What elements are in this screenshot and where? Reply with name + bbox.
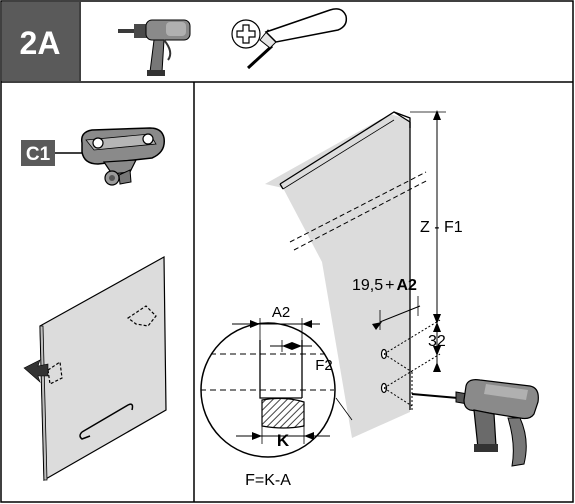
step-header: 2A (2, 2, 348, 81)
detail-connector-line (335, 397, 353, 421)
hinge-plate-icon (80, 127, 165, 186)
dimension-height-label: Z - F1 (420, 219, 463, 236)
part-label: C1 (26, 144, 51, 165)
step-label-box (2, 2, 79, 81)
left-panel: C1 (21, 127, 167, 482)
dimension-spacing: 32 (428, 322, 446, 372)
step-label: 2A (20, 25, 61, 61)
dimension-spacing-label: 32 (428, 333, 446, 350)
hinge-cup-marker (47, 360, 63, 385)
drill-icon (411, 379, 539, 467)
hinge-cup-marker (126, 305, 157, 327)
detail-label-a2: A2 (272, 304, 290, 321)
cabinet-side-board (265, 111, 441, 438)
door-handle (79, 403, 134, 440)
detail-label-f2: F2 (315, 357, 333, 374)
screwdriver-icon (246, 8, 348, 70)
door-panel (23, 255, 167, 482)
phillips-screw-icon (231, 19, 261, 49)
detail-circle: A2 F2 K (200, 304, 336, 458)
detail-formula: F=K-A (245, 472, 291, 489)
dimension-offset: 19,5+A2 (352, 277, 421, 330)
part-label-box (21, 140, 55, 166)
right-panel: Z - F1 19,5+A2 32 (200, 110, 539, 489)
detail-label-k: K (277, 431, 290, 450)
drill-icon (118, 19, 191, 76)
arrow-icon (23, 359, 49, 383)
dimension-offset-label: 19,5+A2 (352, 277, 417, 294)
dimension-height: Z - F1 (410, 110, 463, 324)
